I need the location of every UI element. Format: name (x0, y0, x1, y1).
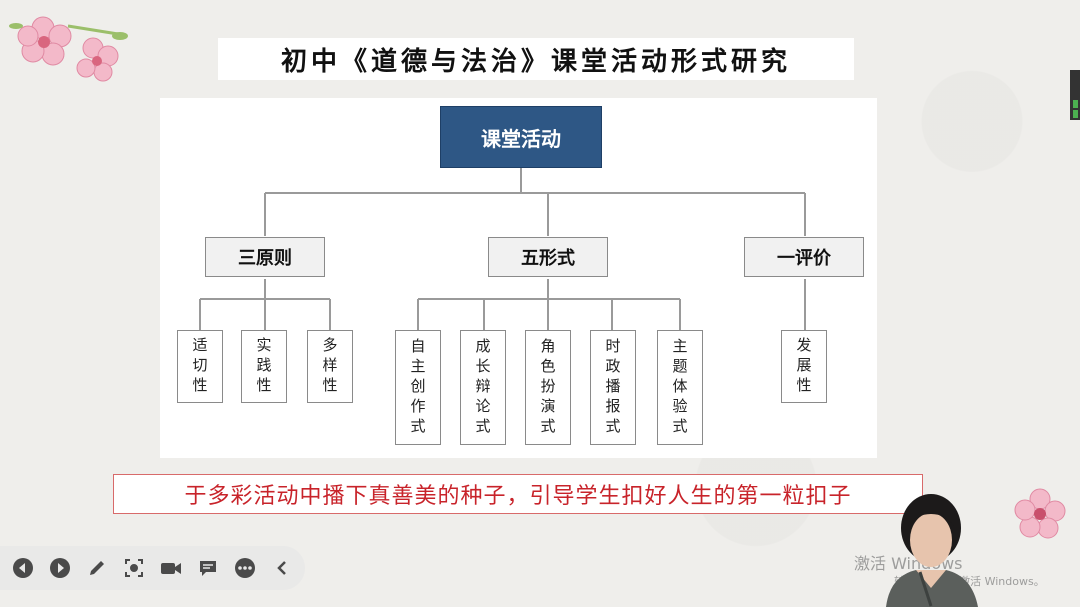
leaf-node-appropriateness: 适切性 (177, 330, 223, 403)
category-node-principles: 三原则 (205, 237, 325, 277)
leaf-node-diversity: 多样性 (307, 330, 353, 403)
presenter-webcam (876, 488, 988, 607)
camera-icon[interactable] (154, 552, 187, 585)
comment-icon[interactable] (191, 552, 224, 585)
category-node-forms: 五形式 (488, 237, 608, 277)
collapse-icon[interactable] (265, 552, 298, 585)
volume-indicator (1070, 70, 1080, 120)
slogan-banner: 于多彩活动中播下真善美的种子，引导学生扣好人生的第一粒扣子 (113, 474, 923, 514)
leaf-node-practicality: 实践性 (241, 330, 287, 403)
category-node-evaluation: 一评价 (744, 237, 864, 277)
connector-lines (199, 168, 806, 330)
leaf-node-developmental: 发展性 (781, 330, 827, 403)
forward-icon[interactable] (43, 552, 76, 585)
leaf-node-news-report: 时政播报式 (590, 330, 636, 445)
presentation-toolbar (0, 546, 305, 590)
leaf-node-debate: 成长辩论式 (460, 330, 506, 445)
slide-title: 初中《道德与法治》课堂活动形式研究 (218, 38, 854, 80)
more-icon[interactable] (228, 552, 261, 585)
pen-icon[interactable] (80, 552, 113, 585)
leaf-node-theme-experience: 主题体验式 (657, 330, 703, 445)
screenshot-icon[interactable] (117, 552, 150, 585)
leaf-node-self-creation: 自主创作式 (395, 330, 441, 445)
cherry-blossom-decoration-bottomright (1014, 488, 1066, 539)
root-node: 课堂活动 (440, 106, 602, 168)
back-icon[interactable] (6, 552, 39, 585)
leaf-node-role-play: 角色扮演式 (525, 330, 571, 445)
cherry-blossom-decoration-topleft (9, 16, 128, 82)
activity-tree-diagram: 课堂活动 三原则 五形式 一评价 适切性 实践性 多样性 自主创作式 成长辩论式… (160, 98, 877, 458)
